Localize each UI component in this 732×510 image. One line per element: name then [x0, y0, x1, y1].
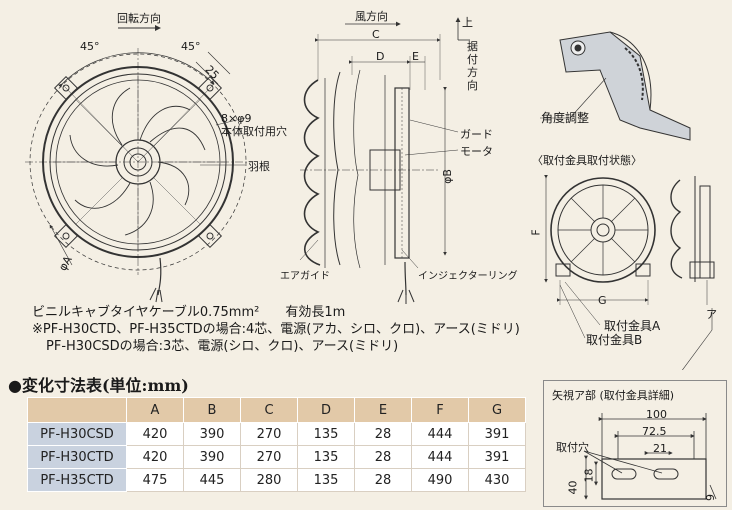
value-cell: 445	[183, 468, 241, 492]
value-cell: 280	[240, 468, 298, 492]
detail-d100: 100	[646, 408, 667, 421]
bracket-detail-box: 矢視ア部 (取付金具詳細) 100 72.5 21 取付穴 40 18 9	[543, 380, 727, 507]
detail-d18: 18	[582, 468, 596, 483]
model-cell: PF-H35CTD	[27, 468, 127, 492]
install-dir-char: 付	[467, 53, 478, 66]
model-cell: PF-H30CTD	[27, 445, 127, 469]
column-header: A	[126, 397, 184, 423]
label-air-guide: エアガイド	[280, 271, 330, 282]
label-dim-c: C	[372, 28, 380, 41]
value-cell: 490	[411, 468, 469, 492]
table-header-row: A B C D E F G	[27, 397, 526, 423]
label-angle-adjust: 角度調整	[541, 111, 590, 125]
label-injector-ring: インジェクターリング	[418, 271, 518, 282]
label-dim-g: G	[598, 294, 607, 307]
value-cell: 430	[468, 468, 526, 492]
detail-d72-5: 72.5	[642, 425, 667, 438]
detail-d40: 40	[566, 480, 580, 495]
label-guard: ガード	[460, 128, 493, 141]
label-holes: 8×φ9	[221, 112, 252, 125]
value-cell: 475	[126, 468, 184, 492]
label-bracket-a: 取付金具A	[604, 319, 661, 333]
label-arrow-a: ア	[706, 308, 717, 321]
value-cell: 420	[126, 422, 184, 446]
label-rotation: 回転方向	[117, 12, 161, 25]
detail-title: 矢視ア部 (取付金具詳細)	[552, 389, 675, 402]
detail-d9: 9	[704, 494, 717, 501]
label-dim-f: F	[529, 229, 543, 236]
table-title: ●変化寸法表(単位:mm)	[8, 376, 189, 395]
value-cell: 135	[297, 445, 355, 469]
install-dir-char: 据	[467, 40, 478, 53]
column-header: C	[240, 397, 298, 423]
label-holes-note: 本体取付用穴	[221, 125, 287, 138]
mounted-view	[544, 175, 715, 370]
value-cell: 390	[183, 445, 241, 469]
value-cell: 135	[297, 468, 355, 492]
column-header: G	[468, 397, 526, 423]
label-angle-right: 45°	[181, 40, 201, 53]
table-row: PF-H30CTD 420 390 270 135 28 444 391	[27, 445, 526, 469]
core-note-2: PF-H30CSDの場合:3芯、電源(シロ、クロ)、アース(ミドリ)	[46, 339, 399, 354]
model-cell: PF-H30CSD	[27, 422, 127, 446]
label-up: 上	[462, 16, 473, 29]
column-header: F	[411, 397, 469, 423]
label-dim-e: E	[412, 50, 419, 63]
value-cell: 391	[468, 422, 526, 446]
install-dir-char: 向	[467, 79, 478, 92]
bracket-view	[540, 31, 691, 141]
label-blade: 羽根	[248, 160, 270, 173]
value-cell: 270	[240, 445, 298, 469]
dimension-table: A B C D E F G PF-H30CSD 420 390 270 135 …	[27, 397, 526, 492]
front-view	[25, 25, 252, 303]
column-header: E	[354, 397, 412, 423]
value-cell: 28	[354, 422, 412, 446]
technical-drawing	[25, 17, 715, 370]
label-motor: モータ	[460, 145, 493, 158]
bracket-detail-drawing	[583, 413, 717, 500]
side-view	[299, 17, 470, 304]
detail-hole: 取付穴	[556, 441, 589, 454]
label-install-dir: 据 付 方 向	[467, 40, 479, 92]
label-bracket-b: 取付金具B	[586, 333, 643, 347]
label-bracket-state: 〈取付金具取付状態〉	[532, 154, 642, 167]
value-cell: 444	[411, 445, 469, 469]
table-row: PF-H35CTD 475 445 280 135 28 490 430	[27, 468, 526, 492]
value-cell: 420	[126, 445, 184, 469]
label-dim-d: D	[376, 50, 385, 63]
detail-d21: 21	[653, 442, 667, 455]
value-cell: 444	[411, 422, 469, 446]
column-header: D	[297, 397, 355, 423]
core-note-1: ※PF-H30CTD、PF-H35CTDの場合:4芯、電源(アカ、シロ、クロ)、…	[32, 322, 520, 337]
column-header: B	[183, 397, 241, 423]
label-angle-left: 45°	[80, 40, 100, 53]
value-cell: 28	[354, 468, 412, 492]
table-row: PF-H30CSD 420 390 270 135 28 444 391	[27, 422, 526, 446]
install-dir-char: 方	[467, 66, 478, 79]
value-cell: 391	[468, 445, 526, 469]
label-phi-b: φB	[440, 169, 454, 184]
value-cell: 270	[240, 422, 298, 446]
value-cell: 390	[183, 422, 241, 446]
label-wind-dir: 風方向	[355, 10, 388, 23]
value-cell: 28	[354, 445, 412, 469]
table-corner-cell	[27, 397, 127, 423]
value-cell: 135	[297, 422, 355, 446]
cable-note: ビニルキャブタイヤケーブル0.75mm² 有効長1m	[32, 305, 346, 320]
